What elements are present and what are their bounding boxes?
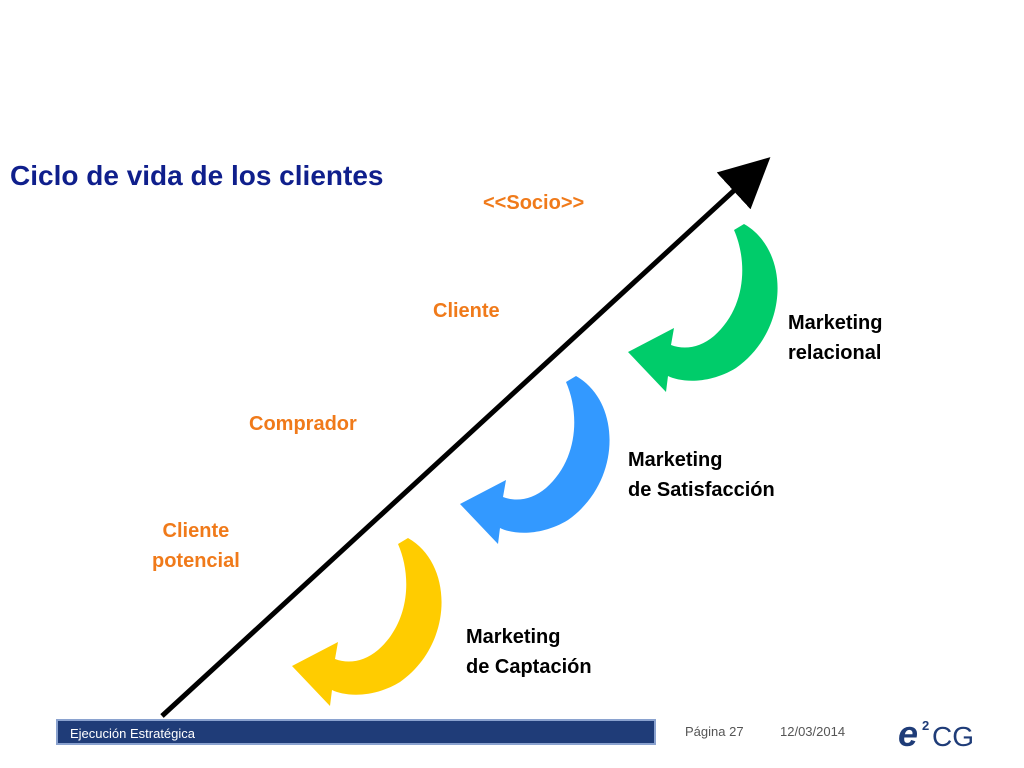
stage-cliente: Cliente [433, 300, 500, 322]
marketing-relacional-line1: Marketing [788, 312, 883, 334]
stage-potencial-line2: potencial [152, 550, 240, 572]
svg-text:2: 2 [922, 718, 929, 733]
footer-bar: Ejecución Estratégica [56, 719, 656, 745]
svg-text:e: e [898, 714, 918, 754]
marketing-relacional-line2: relacional [788, 342, 882, 364]
marketing-captacion-line2: de Captación [466, 656, 592, 678]
stage-comprador: Comprador [249, 413, 357, 435]
stage-socio: <<Socio>> [483, 192, 585, 214]
marketing-satisfaccion-line1: Marketing [628, 449, 723, 471]
page-title: Ciclo de vida de los clientes [10, 160, 384, 191]
svg-text:CG: CG [932, 721, 974, 752]
stage-cliente-potencial: Cliente potencial [152, 516, 240, 576]
growth-arrow [160, 157, 771, 718]
marketing-relacional-label: Marketing relacional [788, 308, 882, 368]
marketing-satisfaccion-label: Marketing de Satisfacción [628, 445, 775, 505]
footer-section-title: Ejecución Estratégica [70, 726, 196, 741]
marketing-captacion-label: Marketing de Captación [466, 622, 592, 682]
marketing-satisfaccion-line2: de Satisfacción [628, 479, 775, 501]
company-logo: e 2 CG [898, 714, 974, 754]
page-number: Página 27 [685, 724, 744, 739]
stage-potencial-line1: Cliente [162, 520, 230, 542]
relacional-curved-arrow-icon [628, 224, 778, 392]
footer-date: 12/03/2014 [780, 724, 846, 739]
marketing-captacion-line1: Marketing [466, 626, 561, 648]
captacion-curved-arrow-icon [292, 538, 442, 706]
satisfaccion-curved-arrow-icon [460, 376, 610, 544]
